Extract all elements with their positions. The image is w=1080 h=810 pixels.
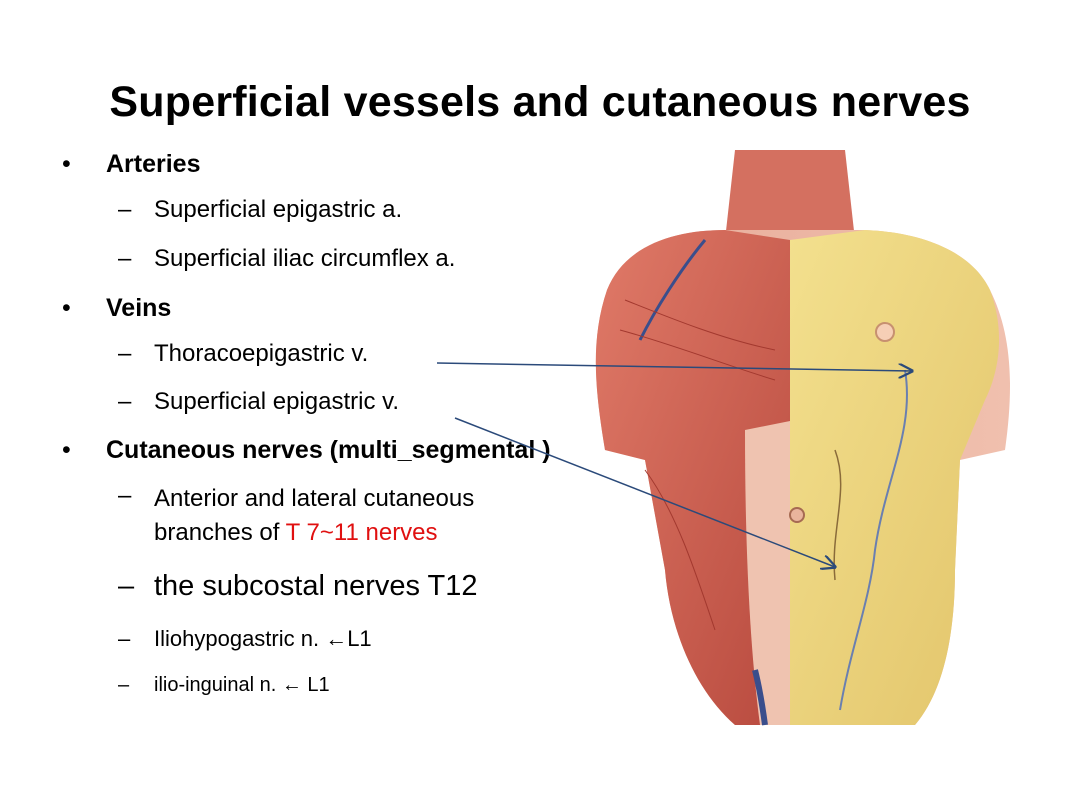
subitem-thoracoepigastric-v: –Thoracoepigastric v.: [118, 340, 368, 368]
subitem-superficial-iliac-circumflex-a: –Superficial iliac circumflex a.: [118, 245, 455, 273]
bullet-dot: •: [62, 294, 71, 322]
arrow-superficial-epigastric-v: [454, 417, 835, 567]
bullet-cutaneous-nerves: • Cutaneous nerves (multi_segmental ): [62, 436, 551, 465]
muscle-layer: [595, 230, 790, 725]
nipple: [875, 322, 895, 342]
subitem-subcostal-nerves: –the subcostal nerves T12: [118, 570, 478, 603]
abdominal-fascia: [745, 420, 795, 725]
dash: –: [118, 626, 131, 651]
nerves-heading: Cutaneous nerves (multi_segmental ): [106, 436, 551, 464]
subitem-text: Superficial epigastric v.: [154, 388, 399, 415]
subitem-multiline: Anterior and lateral cutaneous branches o…: [154, 482, 474, 550]
subitem-text: Superficial iliac circumflex a.: [154, 245, 456, 272]
bullet-dot: •: [62, 150, 71, 178]
subitem-text: Superficial epigastric a.: [154, 196, 403, 223]
dash: –: [118, 340, 132, 367]
veins-heading: Veins: [106, 294, 172, 322]
subitem-text: Anterior and lateral cutaneous: [154, 485, 475, 512]
highlight-nerve-range: T 7~11 nerves: [285, 519, 438, 546]
thoracoepigastric-vein: [839, 369, 909, 711]
arteries-heading: Arteries: [106, 150, 201, 178]
bullet-arteries: • Arteries: [62, 150, 201, 179]
femoral-vessels: [752, 669, 768, 726]
subitem-iliohypogastric: –Iliohypogastric n. ←L1: [118, 626, 372, 652]
neck: [725, 150, 855, 240]
subitem-anterior-lateral-branches: –Anterior and lateral cutaneous branches …: [118, 482, 474, 550]
dash: –: [118, 674, 130, 696]
dash: –: [118, 570, 135, 602]
dash: –: [118, 388, 132, 415]
dash: –: [118, 482, 132, 509]
cephalic-vein: [638, 239, 707, 341]
torso-illustration: [595, 150, 1010, 726]
subitem-text: Thoracoepigastric v.: [154, 340, 369, 367]
umbilicus: [789, 507, 805, 523]
dash: –: [118, 196, 132, 223]
subitem-text: the subcostal nerves T12: [154, 570, 478, 602]
subitem-ilio-inguinal: – ilio-inguinal n. ← L1: [118, 674, 330, 697]
subitem-superficial-epigastric-v: –Superficial epigastric v.: [118, 388, 399, 416]
subitem-superficial-epigastric-a: –Superficial epigastric a.: [118, 196, 402, 224]
arrow-thoracoepigastric-v: [436, 362, 912, 371]
subitem-text: ilio-inguinal n. ← L1: [154, 674, 330, 696]
subitem-text: branches of: [154, 519, 286, 546]
bullet-veins: • Veins: [62, 294, 171, 323]
bullet-dot: •: [62, 436, 71, 464]
subcutaneous-fat: [790, 230, 1000, 725]
slide-title: Superficial vessels and cutaneous nerves: [109, 78, 971, 126]
subitem-text: Iliohypogastric n. ←L1: [154, 626, 372, 651]
dash: –: [118, 245, 132, 272]
